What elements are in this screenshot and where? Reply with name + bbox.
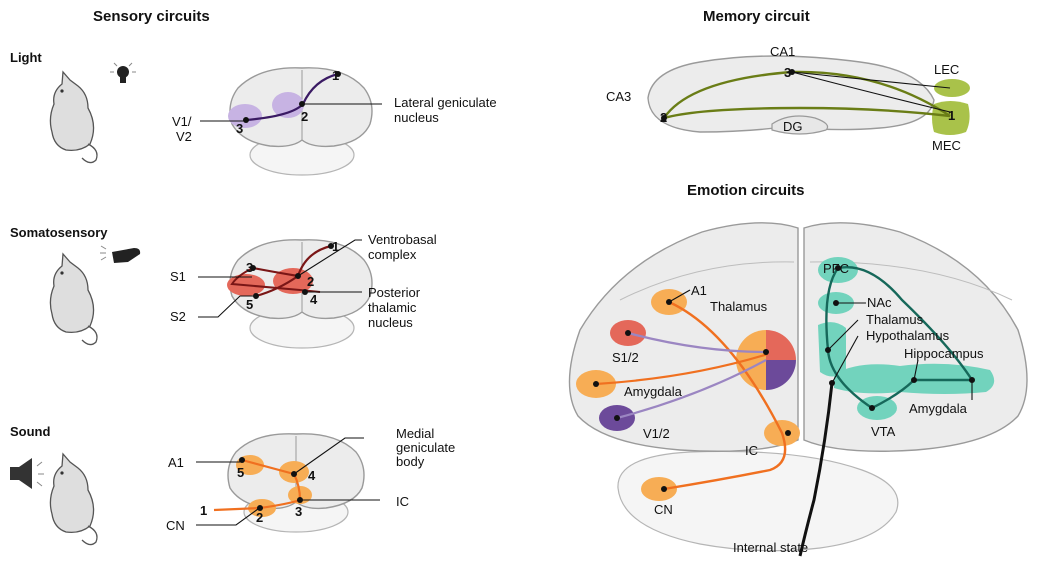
emotion-thalamus-right-label: Thalamus [866, 312, 924, 327]
mouse-icon [49, 252, 98, 346]
s2-leader [198, 295, 256, 318]
mgb-label-line2: geniculate [396, 440, 455, 455]
mouse-icon [49, 70, 98, 164]
hand-icon [100, 245, 141, 263]
speaker-icon [10, 458, 44, 489]
pt-label-line1: Posterior [368, 285, 421, 300]
lec-label: LEC [934, 62, 959, 77]
mec-label: MEC [932, 138, 961, 153]
lightbulb-icon [110, 62, 136, 83]
somato-heading: Somatosensory [10, 225, 108, 240]
somato-node-5: 5 [246, 297, 253, 312]
somato-node-2: 2 [307, 274, 314, 289]
light-node-2: 2 [301, 109, 308, 124]
memory-node-3: 3 [784, 65, 791, 80]
memory-title: Memory circuit [703, 8, 810, 25]
emotion-a1-label: A1 [691, 283, 707, 298]
light-node-1: 1 [332, 68, 339, 83]
vb-label-line1: Ventrobasal [368, 232, 437, 247]
emotion-vta-label: VTA [871, 424, 896, 439]
vb-label-line2: complex [368, 247, 417, 262]
cn-leader [196, 508, 259, 526]
v2-label: V2 [176, 129, 192, 144]
dg-label: DG [783, 119, 803, 134]
light-heading: Light [10, 50, 42, 65]
emotion-nac-label: NAc [867, 295, 892, 310]
emotion-v12-label: V1/2 [643, 426, 670, 441]
emotion-hippocampus-label: Hippocampus [904, 346, 984, 361]
sound-node-3: 3 [295, 504, 302, 519]
lgn-label-line2: nucleus [394, 110, 439, 125]
light-panel: Light 1 2 3 [10, 50, 497, 176]
cn-label: CN [166, 518, 185, 533]
ca1-label: CA1 [770, 44, 795, 59]
emotion-thalamus-left-label: Thalamus [710, 299, 768, 314]
sound-heading: Sound [10, 424, 50, 439]
mgb-label-line3: body [396, 454, 425, 469]
ic-label: IC [396, 494, 409, 509]
sound-node-5: 5 [237, 465, 244, 480]
sensory-title: Sensory circuits [93, 8, 210, 25]
internal-state-label: Internal state [733, 540, 808, 555]
emotion-title: Emotion circuits [687, 182, 805, 199]
a1-label: A1 [168, 455, 184, 470]
emotion-ic-label: IC [745, 443, 758, 458]
somato-brain: 1 2 3 4 5 [227, 239, 373, 349]
emotion-cn-label: CN [654, 502, 673, 517]
somato-panel: Somatosensory 1 2 [10, 225, 437, 349]
light-node-3: 3 [236, 121, 243, 136]
sound-node-1: 1 [200, 503, 207, 518]
sound-panel: Sound 5 4 3 [10, 424, 455, 546]
emotion-amygdala-left-label: Amygdala [624, 384, 683, 399]
mgb-leader [293, 437, 364, 475]
sound-brain: 5 4 3 2 [213, 433, 365, 533]
emotion-panel: A1 Thalamus S1/2 Amygdala V1/2 IC CN PFC… [568, 222, 1028, 557]
s2-label: S2 [170, 309, 186, 324]
emotion-pfc-label: PFC [823, 261, 849, 276]
mouse-icon [49, 452, 98, 546]
memory-node-1: 1 [948, 108, 955, 123]
emotion-s12-label: S1/2 [612, 350, 639, 365]
pt-label-line3: nucleus [368, 315, 413, 330]
somato-node-1: 1 [332, 239, 339, 254]
sound-node-2: 2 [256, 510, 263, 525]
pt-label-line2: thalamic [368, 300, 417, 315]
vb-leader [297, 239, 362, 277]
lgn-label-line1: Lateral geniculate [394, 95, 497, 110]
emotion-hypothalamus-label: Hypothalamus [866, 328, 950, 343]
somato-node-4: 4 [310, 292, 318, 307]
ca3-label: CA3 [606, 89, 631, 104]
mgb-label-line1: Medial [396, 426, 434, 441]
s1-label: S1 [170, 269, 186, 284]
sound-node-4: 4 [308, 468, 316, 483]
v1-label: V1/ [172, 114, 192, 129]
emotion-amygdala-right-label: Amygdala [909, 401, 968, 416]
memory-panel: 3 2 1 CA1 CA3 DG LEC MEC [606, 44, 970, 153]
light-brain: 1 2 3 [228, 67, 373, 176]
memory-node-2: 2 [660, 110, 667, 125]
somato-node-3: 3 [246, 260, 253, 275]
